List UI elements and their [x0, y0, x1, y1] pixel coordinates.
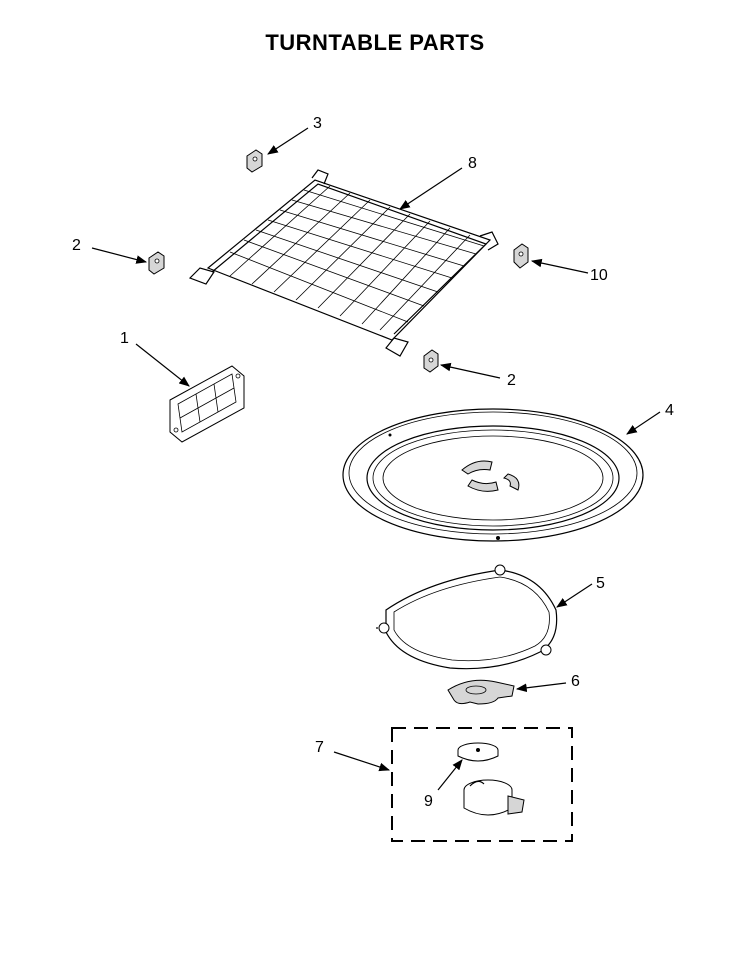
- turntable-tray-part[interactable]: [342, 408, 644, 542]
- callout-labels: 3 8 2 10 1 2 4 5 6 7 9: [72, 115, 674, 810]
- rack-support-clip-part-10[interactable]: [513, 243, 529, 269]
- callout-9: 9: [424, 793, 433, 810]
- callout-8: 8: [468, 155, 477, 172]
- motor-assembly-group[interactable]: [391, 727, 573, 842]
- oven-rack-part[interactable]: [188, 169, 499, 357]
- turntable-motor-part[interactable]: [457, 742, 525, 816]
- rack-support-clip-part-2-left[interactable]: [148, 251, 165, 275]
- diagram-title: TURNTABLE PARTS: [265, 30, 485, 55]
- callout-2-right: 2: [507, 372, 516, 389]
- callout-10: 10: [590, 267, 608, 284]
- callout-6: 6: [571, 673, 580, 690]
- rack-support-clip-part-3[interactable]: [246, 149, 263, 173]
- callout-3: 3: [313, 115, 322, 132]
- callout-7: 7: [315, 739, 324, 756]
- coupler-part[interactable]: [447, 679, 515, 705]
- roller-ring-part[interactable]: [376, 564, 558, 670]
- grille-filter-part[interactable]: [169, 365, 245, 443]
- callout-2-left: 2: [72, 237, 81, 254]
- callout-4: 4: [665, 402, 674, 419]
- callout-1: 1: [120, 330, 129, 347]
- leader-lines: [91, 127, 661, 791]
- callout-5: 5: [596, 575, 605, 592]
- rack-support-clip-part-2-right[interactable]: [423, 349, 439, 373]
